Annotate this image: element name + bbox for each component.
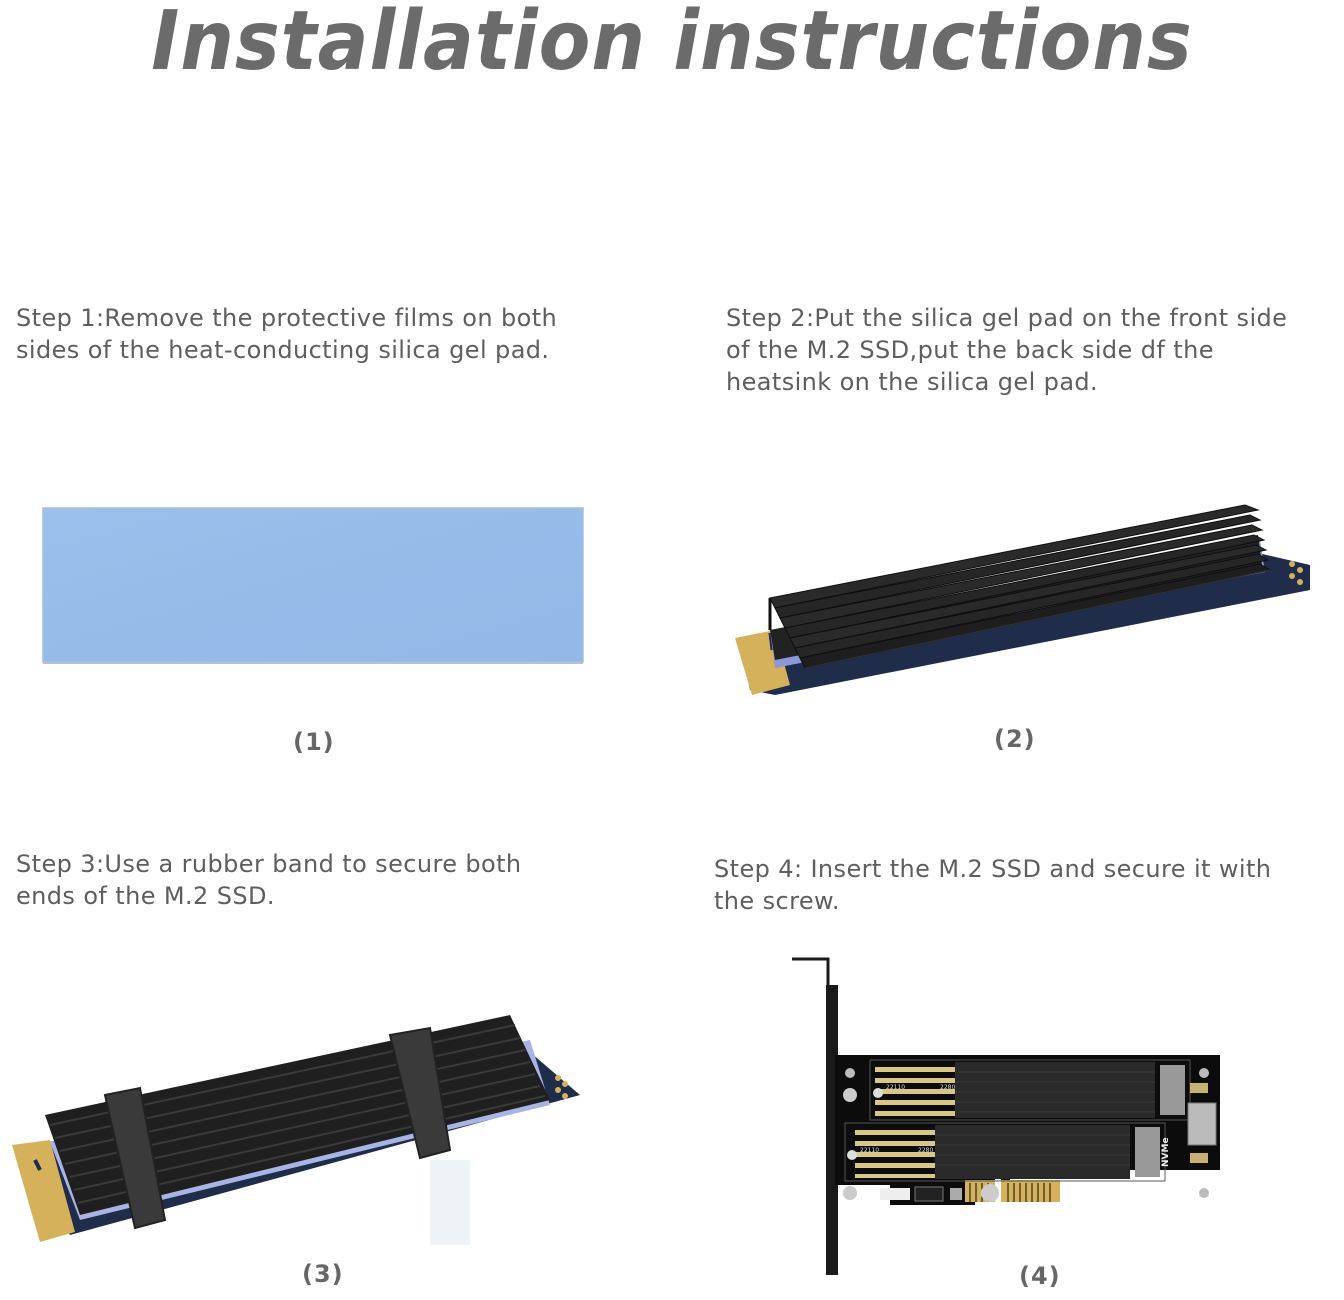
step-4-line-1: Step 4: Insert the M.2 SSD and secure it…: [714, 855, 1272, 883]
pcie-adapter-card-image: 22110 2280 22110 2280 NVMe: [790, 955, 1230, 1285]
step-3-text: Step 3:Use a rubber band to secure both …: [16, 848, 522, 912]
step-1-caption: (1): [293, 728, 335, 756]
step-1-line-1: Step 1:Remove the protective films on bo…: [16, 304, 558, 332]
pcb-label-slot-bottom-b: 2280: [918, 1147, 933, 1154]
pcb-label-slot-top-b: 2280: [940, 1084, 955, 1091]
step-3-caption: (3): [302, 1260, 344, 1288]
page-title: Installation instructions: [151, 0, 1193, 89]
step-4-line-2: the screw.: [714, 887, 840, 915]
step-2-caption: (2): [994, 725, 1036, 753]
step-1-text: Step 1:Remove the protective films on bo…: [16, 302, 557, 366]
ssd-with-heatsink-image: [730, 490, 1320, 700]
step-4-text: Step 4: Insert the M.2 SSD and secure it…: [714, 853, 1271, 917]
pcb-label-slot-bottom-a: 22110: [860, 1147, 879, 1154]
pcb-label-slot-top-a: 22110: [886, 1084, 905, 1091]
step-2-line-1: Step 2:Put the silica gel pad on the fro…: [726, 304, 1288, 332]
ssd-heatsink-rubber-bands-image: [10, 1010, 590, 1250]
step-3-line-2: ends of the M.2 SSD.: [16, 882, 275, 910]
pcb-label-nvme: NVMe: [1161, 1137, 1171, 1167]
step-1-line-2: sides of the heat-conducting silica gel …: [16, 336, 550, 364]
step-4-caption: (4): [1019, 1262, 1061, 1290]
step-2-line-3: heatsink on the silica gel pad.: [726, 368, 1099, 396]
step-3-line-1: Step 3:Use a rubber band to secure both: [16, 850, 522, 878]
step-2-line-2: of the M.2 SSD,put the back side df the: [726, 336, 1214, 364]
silica-gel-pad-image: [42, 507, 584, 665]
step-2-text: Step 2:Put the silica gel pad on the fro…: [726, 302, 1287, 398]
